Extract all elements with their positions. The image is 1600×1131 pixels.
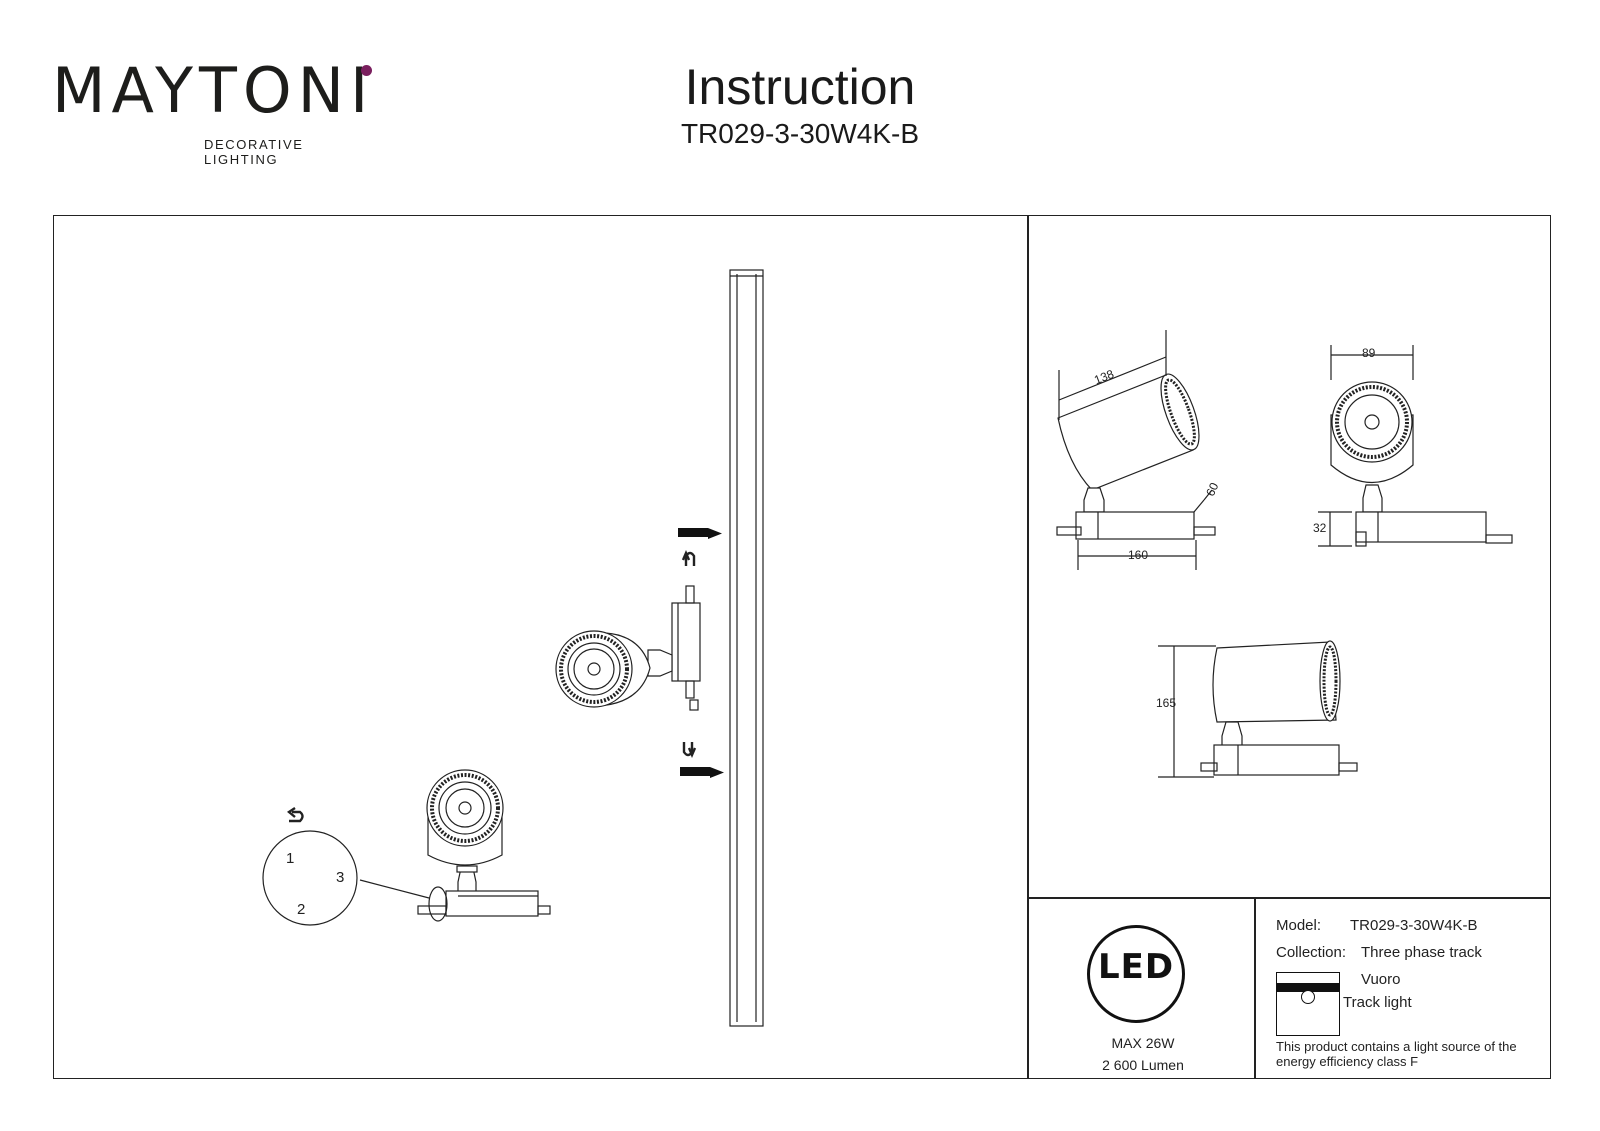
brand-accent-dot [361,65,372,76]
front-view-drawing [1318,345,1513,547]
model-value: TR029-3-30W4K-B [1350,917,1478,934]
dim-total-height: 165 [1156,696,1176,710]
page-title: Instruction [684,59,916,115]
callout-number-2: 2 [297,901,305,918]
dim-base-length: 160 [1128,548,1148,562]
product-type: Track light [1343,994,1412,1011]
brand-logo: MAYTONI DECORATIVE LIGHTING [52,54,382,167]
profile-view-drawing [1158,640,1358,778]
frame-divider-horizontal [1027,897,1551,899]
side-view-drawing [1056,330,1216,570]
frame-divider-info [1254,897,1256,1079]
model-label: Model: [1276,917,1322,934]
led-badge-icon [1087,925,1185,1023]
brand-tagline: DECORATIVE LIGHTING [204,137,304,167]
track-rail [729,269,764,1027]
energy-efficiency-note: This product contains a light source of … [1276,1039,1517,1069]
series-name: Vuoro [1361,971,1401,988]
brand-name: MAYTONI [52,54,375,127]
dim-front-width: 89 [1362,346,1376,360]
dim-front-base-height: 32 [1313,521,1327,535]
instruction-frame [53,215,1551,1079]
callout-number-1: 1 [286,850,294,867]
frame-divider-vertical [1027,215,1029,1079]
track-light-icon [1276,972,1340,1036]
model-code: TR029-3-30W4K-B [680,118,920,149]
rotate-arrow-icon [286,549,697,823]
spotlight-mounted [555,585,701,711]
spec-luminous-flux: 2 600 Lumen [1102,1057,1184,1073]
push-arrow-icon [678,528,724,778]
collection-value: Three phase track [1361,944,1482,961]
spotlight-upright [262,769,551,926]
dim-side-length: 138 [1092,367,1116,387]
dim-side-tilt: 60 [1203,480,1221,498]
callout-number-3: 3 [336,869,344,886]
collection-label: Collection: [1276,944,1347,961]
spec-power: MAX 26W [1111,1035,1175,1051]
led-badge-label: LED [1097,947,1175,987]
